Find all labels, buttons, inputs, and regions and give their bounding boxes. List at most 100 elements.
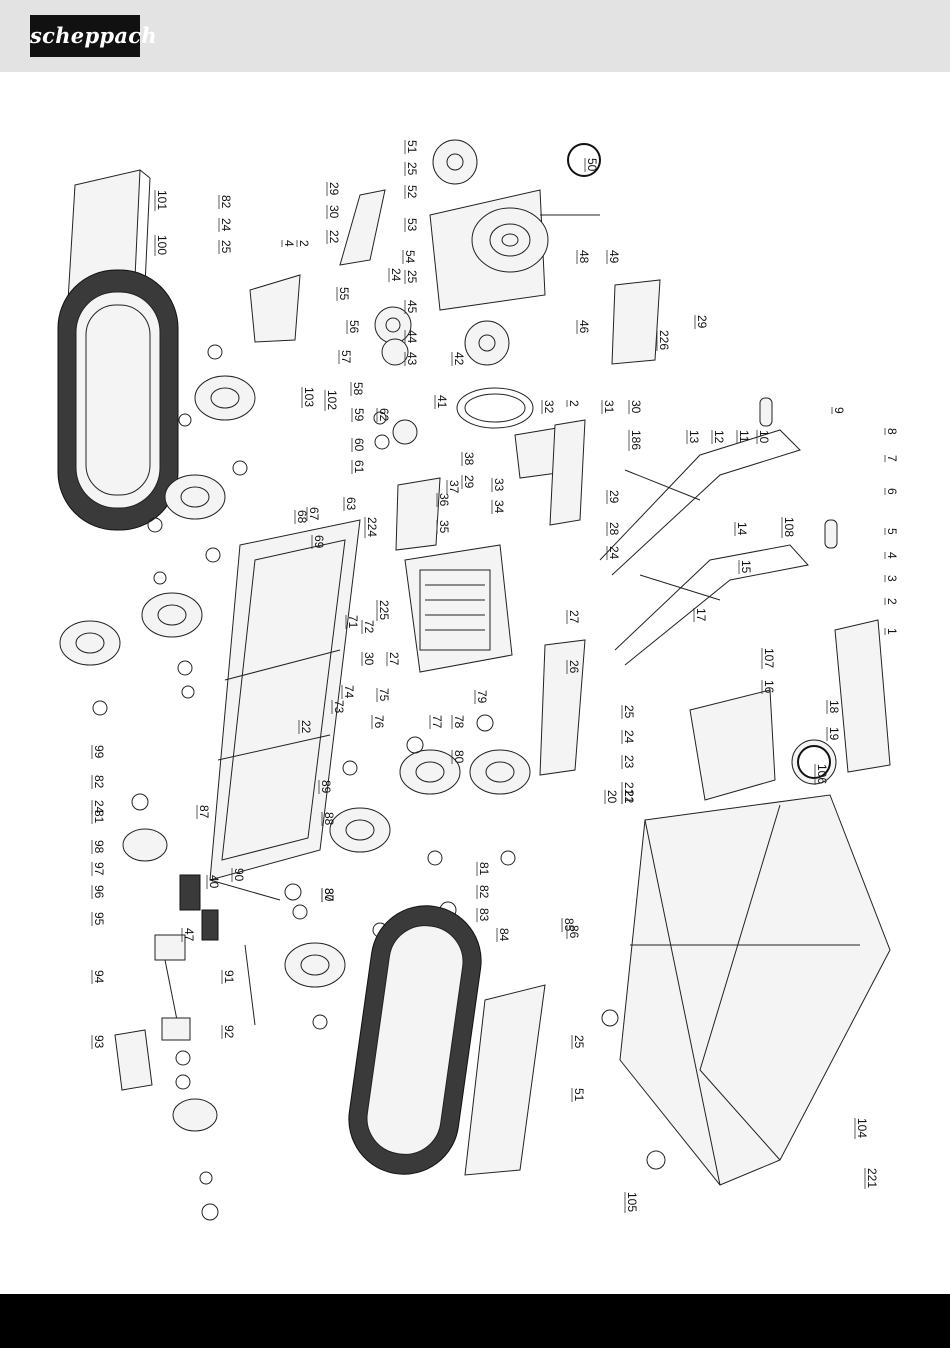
callout-label: 25: [622, 705, 636, 719]
callout-label: 6: [885, 488, 899, 495]
callout-label: 1: [885, 628, 899, 635]
callout-label: 224: [365, 517, 379, 537]
callout-102: 102: [324, 390, 339, 411]
callout-61: 61: [351, 460, 366, 474]
callout-2: 2: [884, 598, 899, 605]
callout-label: 24: [219, 218, 233, 232]
callout-label: 41: [435, 395, 449, 409]
callout-29: 29: [326, 182, 341, 196]
callout-51: 51: [404, 140, 419, 154]
callout-81: 81: [91, 810, 106, 824]
callout-73: 73: [331, 700, 346, 714]
callout-label: 17: [694, 608, 708, 622]
callout-52: 52: [404, 185, 419, 199]
callout-14: 14: [734, 522, 749, 536]
gearbox-assembly: [374, 139, 600, 445]
callout-78: 78: [451, 715, 466, 729]
callout-34: 34: [491, 500, 506, 514]
callout-35: 35: [436, 520, 451, 534]
callout-label: 106: [815, 764, 829, 784]
callout-82: 82: [218, 195, 233, 209]
engine: [395, 477, 513, 673]
callout-5: 5: [884, 528, 899, 535]
callout-label: 19: [827, 727, 841, 741]
callout-label: 4: [885, 552, 899, 559]
callout-label: 103: [302, 387, 316, 407]
callout-label: 53: [405, 218, 419, 232]
callout-label: 67: [307, 507, 321, 521]
callout-label: 69: [312, 535, 326, 549]
callout-label: 89: [319, 780, 333, 794]
callout-16: 16: [761, 680, 776, 694]
callout-label: 47: [182, 928, 196, 942]
callout-label: 24: [389, 268, 403, 282]
bottom-track: [348, 905, 546, 1176]
callout-label: 82: [477, 885, 491, 899]
callout-85: 85: [561, 918, 576, 932]
callout-label: 92: [222, 1025, 236, 1039]
callout-17: 17: [693, 608, 708, 622]
callout-label: 30: [322, 888, 336, 902]
callout-label: 25: [405, 162, 419, 176]
callout-67: 67: [306, 507, 321, 521]
callout-76: 76: [371, 715, 386, 729]
callout-label: 52: [405, 185, 419, 199]
callout-28: 28: [606, 522, 621, 536]
callout-label: 15: [739, 560, 753, 574]
callout-87: 87: [196, 805, 211, 819]
callout-24: 24: [388, 268, 403, 282]
callout-label: 98: [92, 840, 106, 854]
callout-label: 62: [377, 408, 391, 422]
callout-25: 25: [404, 270, 419, 284]
callout-label: 26: [567, 660, 581, 674]
callout-label: 78: [452, 715, 466, 729]
callout-19: 19: [826, 727, 841, 741]
main-frame: [209, 519, 361, 901]
callout-label: 74: [342, 685, 356, 699]
callout-38: 38: [461, 452, 476, 466]
callout-label: 104: [855, 1118, 869, 1138]
callout-25: 25: [404, 162, 419, 176]
callout-label: 55: [337, 287, 351, 301]
callout-32: 32: [541, 400, 556, 414]
belt-guard-plate: [514, 419, 586, 776]
callout-label: 5: [885, 528, 899, 535]
callout-41: 41: [434, 395, 449, 409]
callout-label: 3: [885, 575, 899, 582]
callout-label: 12: [712, 430, 726, 444]
callout-label: 21: [622, 782, 636, 796]
handle-bars: [599, 397, 838, 666]
callout-label: 30: [629, 400, 643, 414]
callout-label: 51: [405, 140, 419, 154]
callout-label: 186: [629, 430, 643, 450]
callout-46: 46: [576, 320, 591, 334]
callout-label: 18: [827, 700, 841, 714]
callout-91: 91: [221, 970, 236, 984]
callout-29: 29: [694, 315, 709, 329]
callout-label: 29: [327, 182, 341, 196]
callout-74: 74: [341, 685, 356, 699]
callout-99: 99: [91, 745, 106, 759]
callout-label: 14: [735, 522, 749, 536]
callout-label: 96: [92, 885, 106, 899]
callout-label: 71: [346, 615, 360, 629]
callout-62: 62: [376, 408, 391, 422]
callout-label: 11: [737, 430, 751, 443]
callout-48: 48: [576, 250, 591, 264]
callout-label: 38: [462, 452, 476, 466]
callout-106: 106: [814, 764, 829, 785]
callout-89: 89: [318, 780, 333, 794]
callout-25: 25: [571, 1035, 586, 1049]
callout-label: 4: [282, 240, 296, 247]
callout-57: 57: [338, 350, 353, 364]
callout-47: 47: [181, 928, 196, 942]
callout-label: 93: [92, 1035, 106, 1049]
callout-83: 83: [476, 908, 491, 922]
callout-label: 91: [222, 970, 236, 984]
callout-label: 72: [362, 620, 376, 634]
callout-label: 22: [622, 790, 636, 804]
hydraulic-unit: [689, 689, 837, 801]
callout-label: 81: [92, 810, 106, 824]
callout-label: 20: [605, 790, 619, 804]
